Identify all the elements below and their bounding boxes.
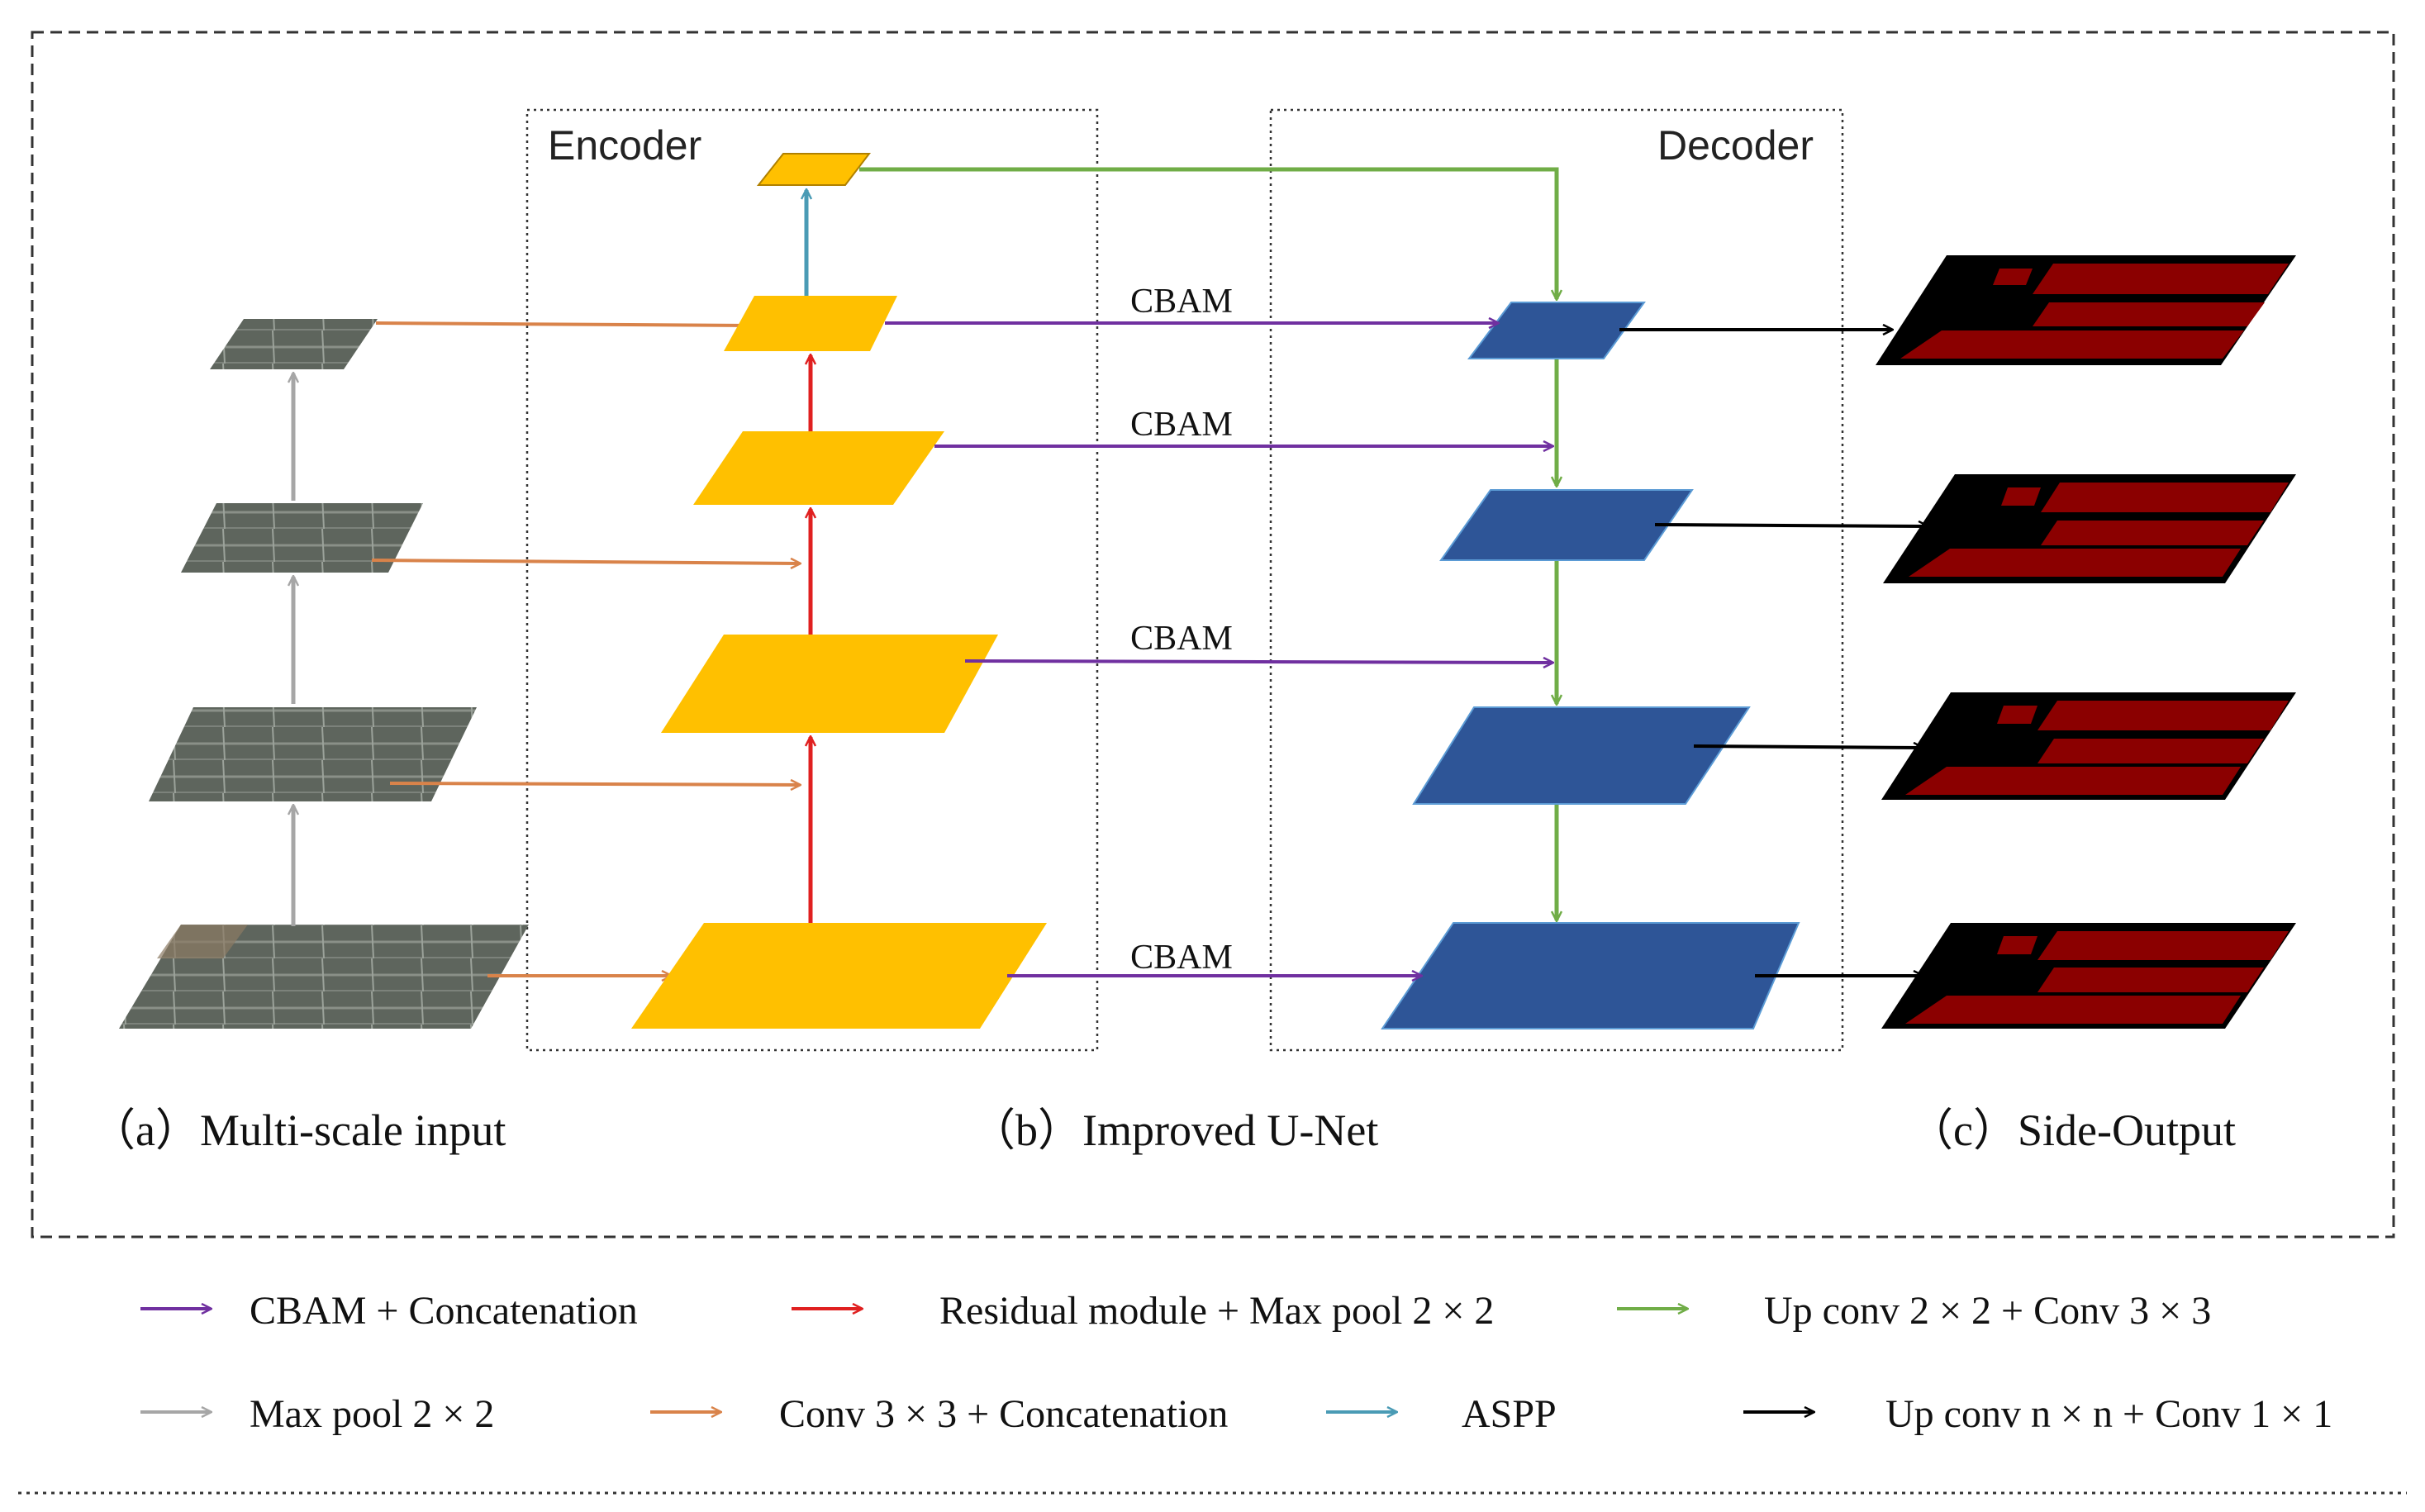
- encoder-level-1: [631, 923, 1047, 1029]
- multi-scale-input-stack: [119, 319, 529, 1029]
- legend-label-aspp: ASPP: [1462, 1392, 1557, 1436]
- legend-label-side-output: Up conv n × n + Conv 1 × 1: [1885, 1392, 2332, 1436]
- legend-label-maxpool: Max pool 2 × 2: [250, 1392, 494, 1436]
- upconv-arrows: [859, 167, 1557, 920]
- cbam-label-2: CBAM: [1130, 406, 1233, 444]
- decoder-level-4: [1467, 302, 1646, 359]
- side-output-map-3: [1881, 692, 2296, 800]
- side-output-map-2: [1883, 474, 2296, 583]
- caption-side-output: （c）Side-Output: [1909, 1105, 2236, 1155]
- conv-concat-arrows: [371, 323, 800, 976]
- cbam-arrows: [885, 323, 1552, 976]
- decoder-level-2: [1412, 706, 1751, 805]
- cbam-label-4: CBAM: [1130, 939, 1233, 977]
- input-image-level-3: [181, 503, 423, 573]
- input-image-level-2: [149, 707, 477, 801]
- side-output-map-1: [1876, 255, 2296, 365]
- caption-improved-unet: （b）Improved U-Net: [971, 1105, 1378, 1155]
- side-output-arrows: [1619, 330, 1928, 976]
- decoder-box: [1269, 108, 1844, 1052]
- legend-label-cbam: CBAM + Concatenation: [250, 1289, 638, 1333]
- encoder-bottleneck: [756, 153, 872, 186]
- encoder-feature-maps: [631, 153, 1047, 1029]
- legend: CBAM + Concatenation Residual module + M…: [140, 1289, 2332, 1436]
- decoder-level-3: [1439, 489, 1694, 561]
- encoder-box: [525, 108, 1099, 1052]
- cbam-label-1: CBAM: [1130, 283, 1233, 321]
- encoder-level-3: [693, 431, 944, 505]
- legend-label-residual: Residual module + Max pool 2 × 2: [939, 1289, 1494, 1333]
- decoder-title: Decoder: [1657, 122, 1814, 169]
- encoder-level-2: [661, 635, 998, 733]
- encoder-title: Encoder: [548, 122, 701, 169]
- outer-dashed-frame: [31, 31, 2395, 1239]
- decoder-feature-maps: [1381, 302, 1800, 1029]
- caption-multi-scale-input: （a）Multi-scale input: [91, 1105, 506, 1155]
- side-output-maps: [1876, 255, 2296, 1029]
- encoder-level-4: [724, 296, 897, 351]
- side-output-map-4: [1881, 923, 2296, 1029]
- input-image-level-4: [210, 319, 378, 369]
- decoder-level-1: [1381, 922, 1800, 1029]
- cbam-label-3: CBAM: [1130, 620, 1233, 658]
- legend-label-conv-concat: Conv 3 × 3 + Concatenation: [779, 1392, 1228, 1436]
- legend-label-upconv: Up conv 2 × 2 + Conv 3 × 3: [1764, 1289, 2211, 1333]
